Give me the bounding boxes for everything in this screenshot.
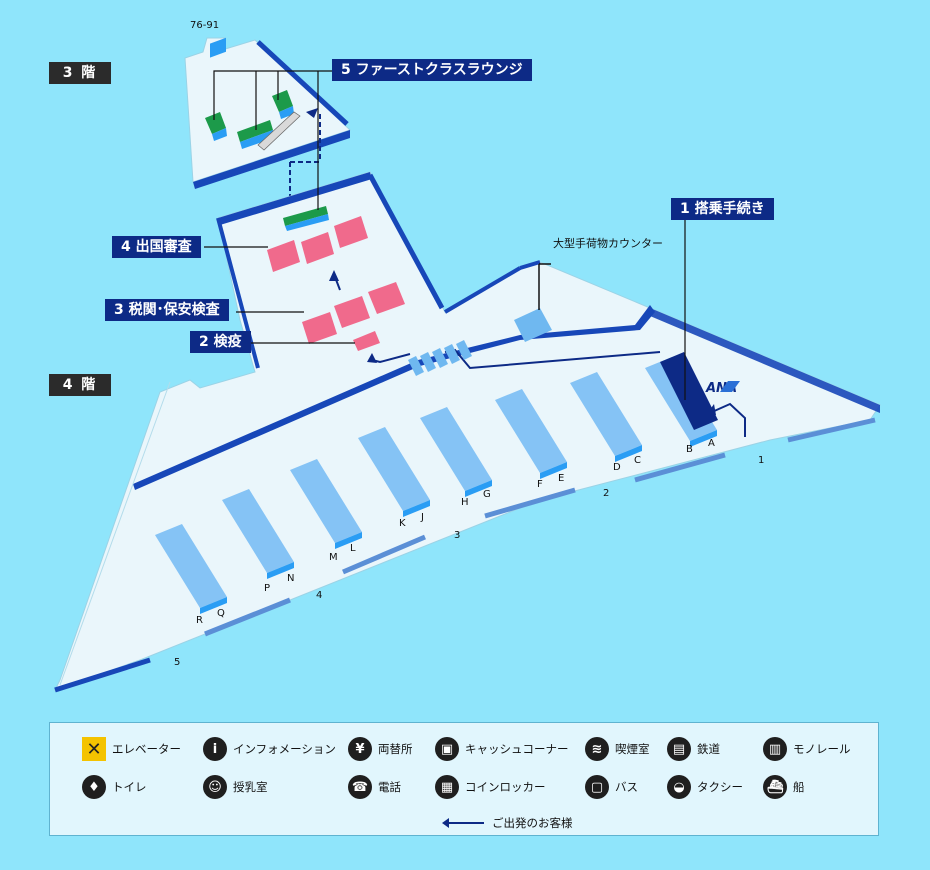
checkin-island: [290, 459, 362, 543]
legend-elevator: ✕エレベーター: [82, 737, 181, 761]
counter-letter-d: D: [613, 462, 621, 473]
checkin-island-edge: [540, 462, 567, 479]
inspection-booths: [267, 206, 405, 351]
checkin-island-edge: [465, 480, 492, 497]
counter-letter-e: E: [558, 473, 564, 484]
legend-monorail: ▥モノレール: [763, 737, 851, 761]
checkin-island: [570, 372, 642, 456]
monorail-icon: ▥: [763, 737, 787, 761]
lounge-desk: [205, 90, 294, 149]
elevator-icon: ✕: [82, 737, 106, 761]
coin-locker-icon: ▦: [435, 775, 459, 799]
legend-ship: ⛴船: [763, 775, 805, 799]
info-icon: i: [203, 737, 227, 761]
telephone-icon: ☎: [348, 775, 372, 799]
legend-phone: ☎電話: [348, 775, 401, 799]
currency-exchange-icon: ¥: [348, 737, 372, 761]
counter-letter-k: K: [399, 518, 406, 529]
callout-immigration: 4 出国審査: [112, 236, 201, 258]
callout-quarantine: 2 検疫: [190, 331, 251, 353]
legend-cash: ▣キャッシュコーナー: [435, 737, 569, 761]
checkin-island: [155, 524, 227, 608]
entrance-number-5: 5: [174, 657, 180, 668]
train-icon: ▤: [667, 737, 691, 761]
floor-3-plan: [184, 37, 351, 189]
checkin-island: [420, 407, 492, 491]
counter-letter-j: J: [420, 512, 424, 523]
entrance-number-2: 2: [603, 488, 609, 499]
toilet-icon: ♦: [82, 775, 106, 799]
counter-letter-h: H: [461, 497, 469, 508]
counter-letter-g: G: [483, 489, 491, 500]
counter-letter-f: F: [537, 479, 543, 490]
legend-route: ご出発のお客様: [442, 815, 573, 831]
legend-locker: ▦コインロッカー: [435, 775, 546, 799]
legend-bus: ▢バス: [585, 775, 638, 799]
checkin-island-edge: [615, 445, 642, 462]
entrance-number-1: 1: [758, 455, 764, 466]
checkin-island-edge: [200, 597, 227, 614]
counter-letter-c: C: [634, 455, 641, 466]
floor-label-4f: 4 階: [49, 374, 111, 396]
callout-check-in: 1 搭乗手続き: [671, 198, 774, 220]
nursing-room-icon: ☺: [203, 775, 227, 799]
counter-letter-p: P: [264, 583, 270, 594]
legend-smoking: ≋喫煙室: [585, 737, 650, 761]
callout-customs-security: 3 税関･保安検査: [105, 299, 229, 321]
bus-icon: ▢: [585, 775, 609, 799]
smoking-icon: ≋: [585, 737, 609, 761]
checkin-island: [495, 389, 567, 473]
gate-range-label: 76-91: [190, 20, 219, 31]
floor-label-3f: 3 階: [49, 62, 111, 84]
entrance-number-3: 3: [454, 530, 460, 541]
route-arrow-icon: [442, 818, 484, 828]
legend-nursing: ☺授乳室: [203, 775, 268, 799]
entrance-numbers: 1 2 3 4 5: [174, 455, 764, 668]
counter-letter-n: N: [287, 573, 294, 584]
callout-first-class-lounge: 5 ファーストクラスラウンジ: [332, 59, 532, 81]
baggage-counter-desk: [514, 308, 552, 342]
legend-rail: ▤鉄道: [667, 737, 720, 761]
baggage-counter-label: 大型手荷物カウンター: [553, 236, 663, 250]
counter-letter-a: A: [708, 438, 715, 449]
checkin-island: [358, 427, 430, 511]
checkin-island-edge: [335, 532, 362, 549]
checkin-island-edge: [403, 500, 430, 517]
counter-letter-r: R: [196, 615, 203, 626]
legend-toilet: ♦トイレ: [82, 775, 147, 799]
legend-exchange: ¥両替所: [348, 737, 413, 761]
checkin-island-edge: [690, 430, 717, 447]
ship-icon: ⛴: [763, 775, 787, 799]
checkin-island: [222, 489, 294, 573]
atm-icon: ▣: [435, 737, 459, 761]
taxi-icon: ◒: [667, 775, 691, 799]
counter-letters: A B C D E F G H J K L M N P Q R: [196, 438, 715, 626]
counter-letter-b: B: [686, 444, 693, 455]
counter-letter-m: M: [329, 552, 338, 563]
checkin-islands: [155, 357, 717, 614]
counter-letter-q: Q: [217, 608, 225, 619]
legend-taxi: ◒タクシー: [667, 775, 743, 799]
checkin-island-edge: [267, 562, 294, 579]
counter-letter-l: L: [350, 543, 356, 554]
entrance-number-4: 4: [316, 590, 322, 601]
